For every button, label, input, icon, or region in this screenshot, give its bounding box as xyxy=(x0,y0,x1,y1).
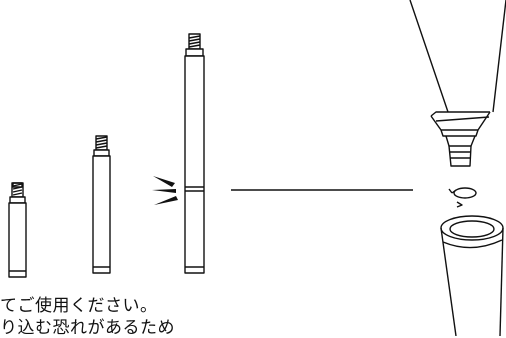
detail-lower-part xyxy=(440,215,504,336)
caption-line-2: り込む恐れがあるため xyxy=(0,318,175,338)
stick-medium xyxy=(92,135,111,274)
emphasis-marks xyxy=(152,176,178,205)
rotate-icon xyxy=(448,187,477,208)
stick-tall-joined xyxy=(184,33,205,274)
caption-line-1: てご使用ください。 xyxy=(0,296,158,316)
detail-upper-part xyxy=(409,0,506,167)
stick-short xyxy=(8,182,27,278)
